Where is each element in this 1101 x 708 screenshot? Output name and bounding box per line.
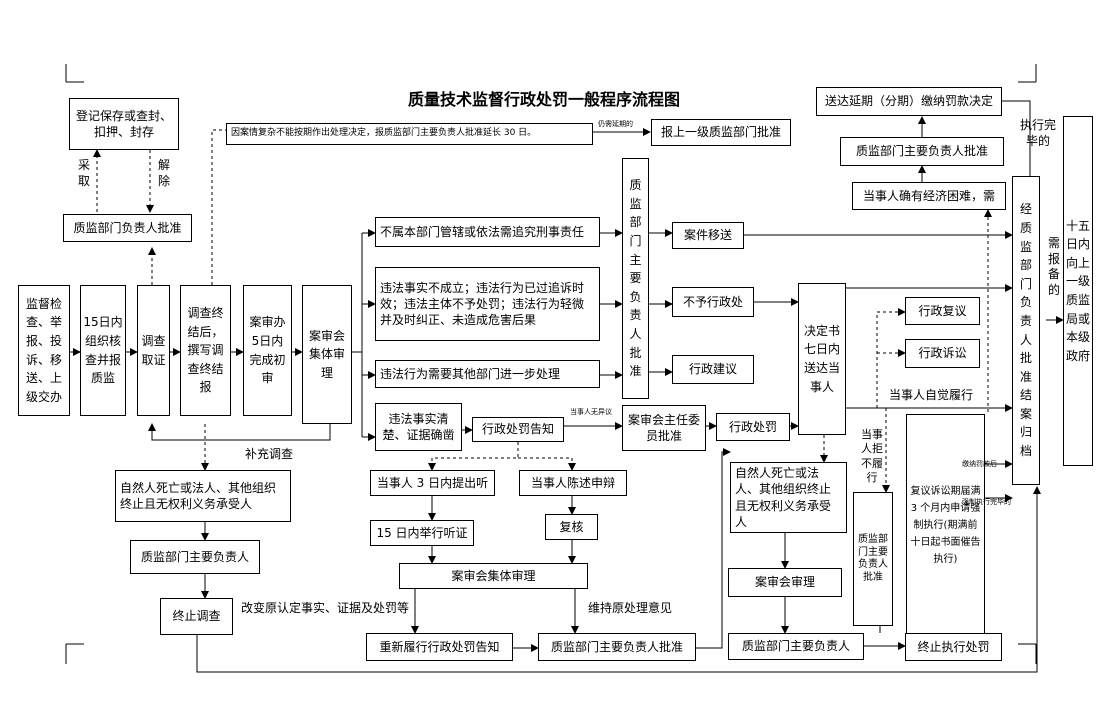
main-head-approve2-box: 质监部门主要负责人批准 xyxy=(840,137,1004,166)
trial-box: 案审办5日内完成初审 xyxy=(243,285,292,416)
recheck-box: 复核 xyxy=(545,514,598,540)
main-head2-box: 质监部门主要负责人 xyxy=(728,633,864,660)
label-voluntary: 当事人自觉履行 xyxy=(889,388,974,402)
clear-facts-box: 违法事实清楚、证据确凿 xyxy=(375,403,462,451)
admin-penalty-box: 行政处罚 xyxy=(716,413,790,441)
register-box: 登记保存或查封、扣押、封存 xyxy=(69,98,179,150)
investigate-box: 调查取证 xyxy=(137,285,170,416)
label-need-extension: 仍需延期的 xyxy=(598,120,633,128)
stop-execution-box: 终止执行处罚 xyxy=(905,633,1002,661)
label-change: 改变原认定事实、证据及处罚等 xyxy=(241,601,410,615)
main-head-approve-box: 质监部门主要负责人批准 xyxy=(622,158,649,399)
page-title: 质量技术监督行政处罚一般程序流程图 xyxy=(408,90,681,109)
other-dept-box: 违法行为需要其他部门进一步处理 xyxy=(375,360,600,388)
report-15-box: 十五日内向上一级质监局或本级政府 xyxy=(1063,116,1093,466)
hearing-held-box: 15 日内举行听证 xyxy=(370,520,474,546)
bureau-approve-top-box: 质监部门负责人批准 xyxy=(63,214,192,242)
main-head-approve3-box: 质监部门主要负责人批准 xyxy=(538,633,696,661)
label-after-enforce: 强制执行完毕的 xyxy=(962,498,1011,506)
renotice-box: 重新履行行政处罚告知 xyxy=(366,633,513,661)
admin-advice-box: 行政建议 xyxy=(672,355,754,384)
15day-box: 15日内组织核查并报质监 xyxy=(80,285,126,416)
death2-box: 自然人死亡或法人、其他组织终止且无权利义务承受人 xyxy=(730,462,847,533)
label-not-perform: 当事人拒不履行 xyxy=(861,428,883,484)
committee-review-box: 案审会审理 xyxy=(728,568,842,597)
label-paid-after: 缴纳罚款后 xyxy=(962,460,997,468)
death1-box: 自然人死亡或法人、其他组织终止且无权利义务承受人 xyxy=(115,470,291,522)
dept-head-approve-small-box: 质监部门主要负责人批准 xyxy=(853,492,893,626)
collective2-box: 案审会集体审理 xyxy=(399,563,588,589)
label-maintain: 维持原处理意见 xyxy=(588,601,673,615)
committee-approve-box: 案审会主任委员批准 xyxy=(622,405,706,451)
label-no-objection: 当事人无异议 xyxy=(570,408,612,416)
source-box: 监督检查、举报、投诉、移送、上级交办 xyxy=(18,285,70,416)
penalty-notice-box: 行政处罚告知 xyxy=(472,417,564,442)
hardship-box: 当事人确有经济困难，需 xyxy=(852,182,1006,210)
transfer-box: 案件移送 xyxy=(672,222,744,249)
admin-review-box: 行政复议 xyxy=(905,297,980,325)
no-penalty-box: 不予行政处 xyxy=(672,287,754,317)
label-report-required: 需报备的 xyxy=(1047,236,1060,297)
extension-note-box: 因案情复杂不能按期作出处理决定，报质监部门主要负责人批准延长 30 日。 xyxy=(226,123,593,145)
no-violation-box: 违法事实不成立；违法行为已过追诉时效；违法主体不予处罚；违法行为轻微并及时纠正、… xyxy=(375,267,600,341)
decision-box: 决定书七日内送达当事人 xyxy=(798,283,846,435)
admin-lawsuit-box: 行政诉讼 xyxy=(905,339,980,368)
stop-investigation-box: 终止调查 xyxy=(160,598,233,635)
enforce-box: 复议诉讼期届满 3 个月内申请强制执行(期满前十日起书面催告执行) xyxy=(906,414,985,636)
label-exec-done: 执行完毕的 xyxy=(1019,118,1056,148)
report-write-box: 调查终结后，撰写调查终结报 xyxy=(180,285,231,416)
label-release: 解除 xyxy=(157,158,170,188)
label-supplement: 补充调查 xyxy=(245,447,294,461)
collective-box: 案审会集体审理 xyxy=(302,285,352,424)
statement-box: 当事人陈述申辩 xyxy=(519,470,627,496)
deferred-box: 送达延期（分期）缴纳罚款决定 xyxy=(816,87,1002,116)
hearing-request-box: 当事人 3 日内提出听 xyxy=(370,470,495,496)
not-jurisdiction-box: 不属本部门管辖或依法需追究刑事责任 xyxy=(375,217,600,247)
report-upper-box: 报上一级质监部门批准 xyxy=(651,119,791,146)
close-box: 经质监部门负责人批准结案归档 xyxy=(1012,176,1040,485)
label-adopt: 采取 xyxy=(77,158,90,188)
main-head1-box: 质监部门主要负责人 xyxy=(130,540,260,574)
